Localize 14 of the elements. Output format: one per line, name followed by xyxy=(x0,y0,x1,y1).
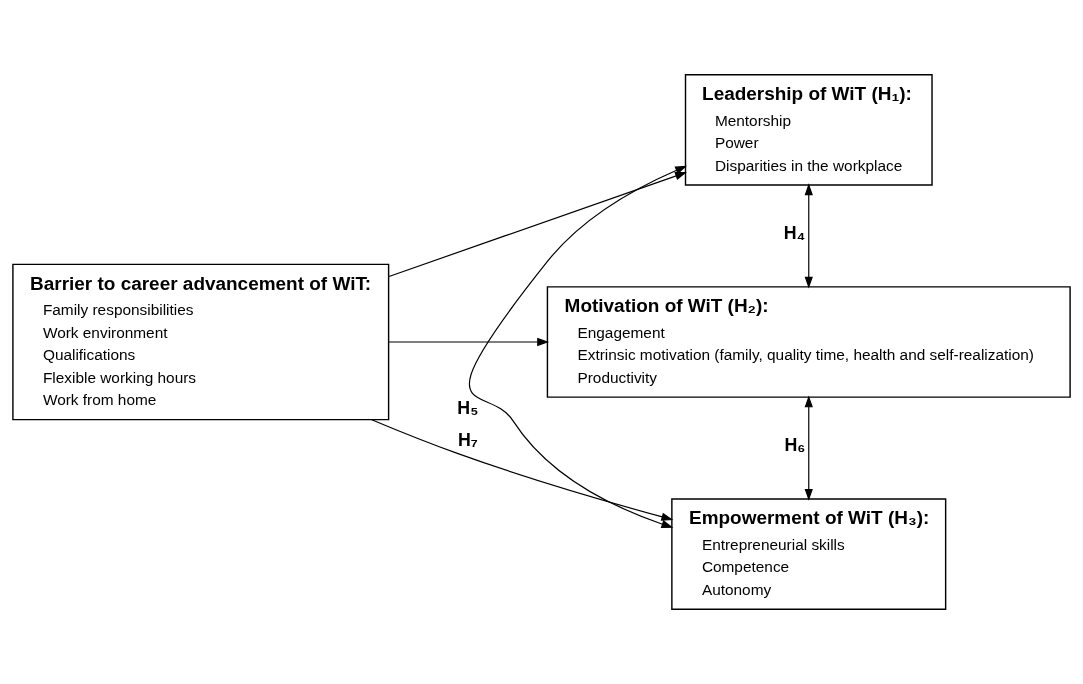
arrow xyxy=(468,165,688,528)
arrow xyxy=(804,183,813,289)
arrow xyxy=(388,172,687,278)
edge-label: H₇ xyxy=(457,430,478,451)
arrow xyxy=(804,395,813,501)
node-box: Empowerment of WiT (H₃): Entrepreneurial skills Competence Autonomy xyxy=(671,498,947,610)
edge-label: H₄ xyxy=(783,222,806,243)
node-box: Motivation of WiT (H₂): Engagement Extrinsic motivation (family, quality time, health and self-realization) Productivity xyxy=(546,286,1071,398)
node-box: Leadership of WiT (H₁): Mentorship Power Disparities in the workplace xyxy=(684,74,933,186)
arrow xyxy=(371,419,674,521)
node-box: Barrier to career advancement of WiT: Family responsibilities Work environment Qualifications Flexible working hours Work from home xyxy=(12,263,390,421)
arrow xyxy=(388,337,550,347)
edge-label: H₅ xyxy=(457,397,479,418)
edge-label: H₆ xyxy=(784,435,806,456)
